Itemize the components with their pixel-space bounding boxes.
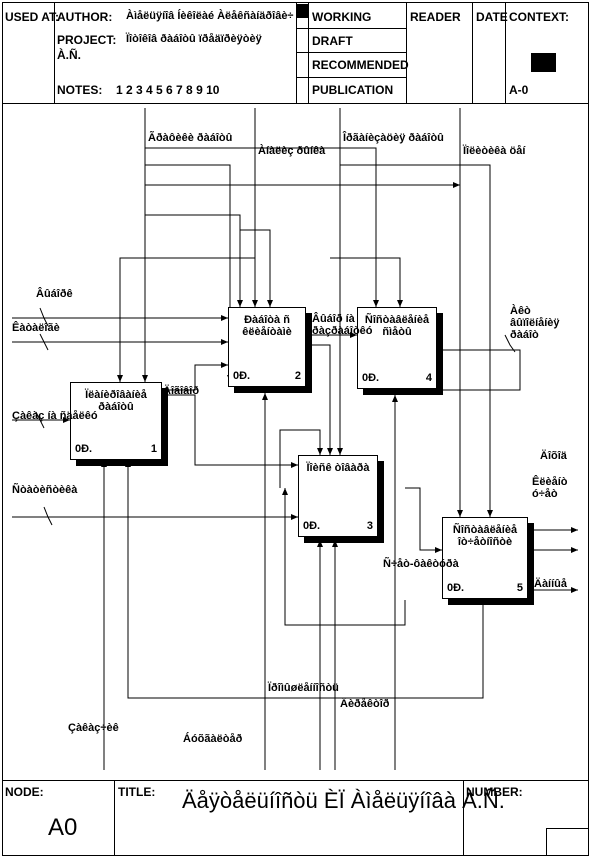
arrow-label-in2: Êàòàëîãè — [12, 322, 60, 334]
number-label: NUMBER: — [466, 785, 523, 799]
arrow-label-right1: Àêò âûïîëíåíèÿ ðàáîò — [510, 305, 560, 341]
diagram-title: Äåÿòåëüíîñòü ÈÏ Àìåëüÿíîâà À.Ñ. — [182, 788, 505, 813]
arrow-label-mid1: Âûáîð íà ðàçðàáîòêó — [312, 313, 373, 337]
box-1-number: 1 — [150, 443, 157, 455]
arrow-label-in4: Ñòàòèñòèêà — [12, 484, 78, 496]
reader-label: READER — [410, 10, 461, 24]
date-label: DATE — [476, 10, 508, 24]
box-5-title: Ñîñòàâëåíèå îò÷åòíîñòè — [452, 524, 518, 548]
project-value: Ïîòîêîâ ðàáîòû ïðåäïðèÿòèÿ — [126, 33, 262, 45]
arrow-label-top2: Àíàëèç ðûíêà — [258, 145, 326, 157]
arrow-label-bottom1: Ïðîìûøëåííîñòü — [268, 682, 339, 694]
context-label: CONTEXT: — [509, 10, 569, 24]
arrow-label-mech3: Äèðåêòîð — [340, 698, 390, 710]
status-draft: DRAFT — [312, 34, 353, 48]
title-label: TITLE: — [118, 785, 156, 799]
used-at-label: USED AT: — [5, 10, 59, 24]
status-working: WORKING — [312, 10, 372, 24]
arrow-label-in3: Çàêàç íà ñäåëêó — [12, 410, 98, 422]
arrow-label-top3: Îðãàíèçàöèÿ ðàáîòû — [343, 132, 444, 144]
box-2-number: 2 — [294, 370, 301, 382]
arrow-label-top1: Ãðàôèêè ðàáîòû — [148, 132, 233, 144]
arrow-label-in1: Âûáîðê — [36, 288, 73, 300]
activity-box-5[interactable]: Ñîñòàâëåíèå îò÷åòíîñòè 0Ð. 5 — [442, 517, 528, 599]
status-publication: PUBLICATION — [312, 83, 394, 97]
author-label: AUTHOR: — [57, 10, 113, 24]
activity-box-1[interactable]: Ïëàíèðîâàíèå ðàáîòû 0Ð. 1 — [70, 382, 162, 460]
box-5-number: 5 — [516, 582, 523, 594]
activity-box-2[interactable]: Ðàáîòà ñ êëèåíòàìè 0Ð. 2 — [228, 307, 306, 387]
box-5-code: 0Ð. — [447, 582, 465, 594]
node-label: NODE: — [5, 785, 44, 799]
box-4-title: Ñîñòàâëåíèå ñìåòû — [364, 314, 430, 338]
box-4-code: 0Ð. — [362, 372, 380, 384]
project-value-2: À.Ñ. — [57, 48, 81, 62]
arrow-label-out1: Äîõîä — [540, 450, 567, 462]
arrow-label-out2: Êëèåíò ó÷åò — [532, 476, 568, 500]
status-recommended: RECOMMENDED — [312, 58, 409, 72]
arrow-label-out3: Äàííûå — [534, 578, 568, 590]
node-value: A0 — [48, 814, 78, 841]
box-3-title: Ïîèñê òîâàðà — [306, 462, 370, 474]
box-3-code: 0Ð. — [303, 520, 321, 532]
arrow-label-mech2: Áóõãàëòåð — [183, 733, 243, 745]
arrow-label-mid2: Äîãîâîð — [163, 385, 200, 397]
arrow-label-mech1: Çàêàç÷èê — [68, 722, 119, 734]
box-4-number: 4 — [425, 372, 432, 384]
box-2-code: 0Ð. — [233, 370, 251, 382]
box-1-title: Ïëàíèðîâàíèå ðàáîòû — [85, 389, 147, 413]
box-2-title: Ðàáîòà ñ êëèåíòàìè — [242, 314, 292, 338]
box-3-number: 3 — [366, 520, 373, 532]
notes-numbers: 1 2 3 4 5 6 7 8 9 10 — [116, 83, 220, 97]
project-label: PROJECT: — [57, 33, 117, 47]
arrow-label-top4: Ïîëèòèêà öåí — [463, 145, 526, 157]
notes-label: NOTES: — [57, 83, 103, 97]
arrow-label-calc: Ñ÷åò-ôàêòóðà — [383, 558, 459, 570]
activity-box-3[interactable]: Ïîèñê òîâàðà 0Ð. 3 — [298, 455, 378, 537]
box-1-code: 0Ð. — [75, 443, 93, 455]
activity-box-4[interactable]: Ñîñòàâëåíèå ñìåòû 0Ð. 4 — [357, 307, 437, 389]
author-value: Àìåëüÿíîâ Íèêîëàé Àëåêñàíäðîâè÷ — [126, 10, 294, 22]
node-reference: A-0 — [509, 83, 529, 97]
